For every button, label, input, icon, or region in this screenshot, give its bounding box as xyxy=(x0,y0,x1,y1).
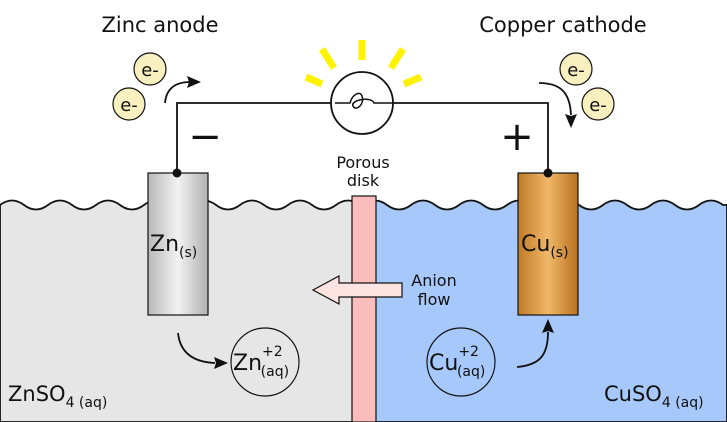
zinc-anode-title: Zinc anode xyxy=(101,13,218,37)
zinc-electrode xyxy=(147,172,209,316)
electron-icon: e- xyxy=(133,52,167,86)
zinc-electrode-label: Zn(s) xyxy=(150,232,197,261)
anion-flow-label-line1: Anion xyxy=(411,271,456,290)
porous-disk-label-line2: disk xyxy=(347,171,380,190)
copper-terminal xyxy=(543,168,553,178)
svg-text:Cu+2(aq): Cu+2(aq) xyxy=(429,344,485,380)
electron-icon: e- xyxy=(112,87,146,121)
zinc-terminal xyxy=(172,168,182,178)
porous-disk xyxy=(351,195,377,422)
copper-electrode-label: Cu(s) xyxy=(521,232,569,261)
electron-icon: e- xyxy=(581,87,615,121)
electron-icon: e- xyxy=(559,52,593,86)
left-solution-label: ZnSO4 (aq) xyxy=(8,382,107,411)
external-wire-right xyxy=(393,102,549,172)
external-wire xyxy=(176,102,335,172)
copper-ion: Cu+2(aq) xyxy=(426,327,496,397)
right-solution-label: CuSO4 (aq) xyxy=(604,382,704,411)
plus-sign: + xyxy=(500,114,534,160)
reduction-arrow-icon xyxy=(516,319,554,368)
svg-text:e-: e- xyxy=(141,60,159,81)
zinc-ion: Zn+2(aq) xyxy=(230,327,300,397)
light-bulb-icon xyxy=(304,40,423,135)
electron-flow-arrow-icon xyxy=(538,82,577,128)
oxidation-arrow-icon xyxy=(177,332,228,369)
electron-flow-arrow-icon xyxy=(164,76,201,104)
copper-electrode xyxy=(517,172,579,316)
svg-text:e-: e- xyxy=(120,95,138,116)
copper-cathode-title: Copper cathode xyxy=(479,13,646,37)
porous-disk-label-line1: Porous xyxy=(336,153,389,172)
svg-text:e-: e- xyxy=(589,95,607,116)
minus-sign: − xyxy=(188,114,222,160)
anion-flow-arrow-icon xyxy=(311,274,403,306)
svg-text:Zn+2(aq): Zn+2(aq) xyxy=(233,344,289,380)
svg-text:e-: e- xyxy=(567,60,585,81)
anion-flow-label-line2: flow xyxy=(418,290,451,309)
